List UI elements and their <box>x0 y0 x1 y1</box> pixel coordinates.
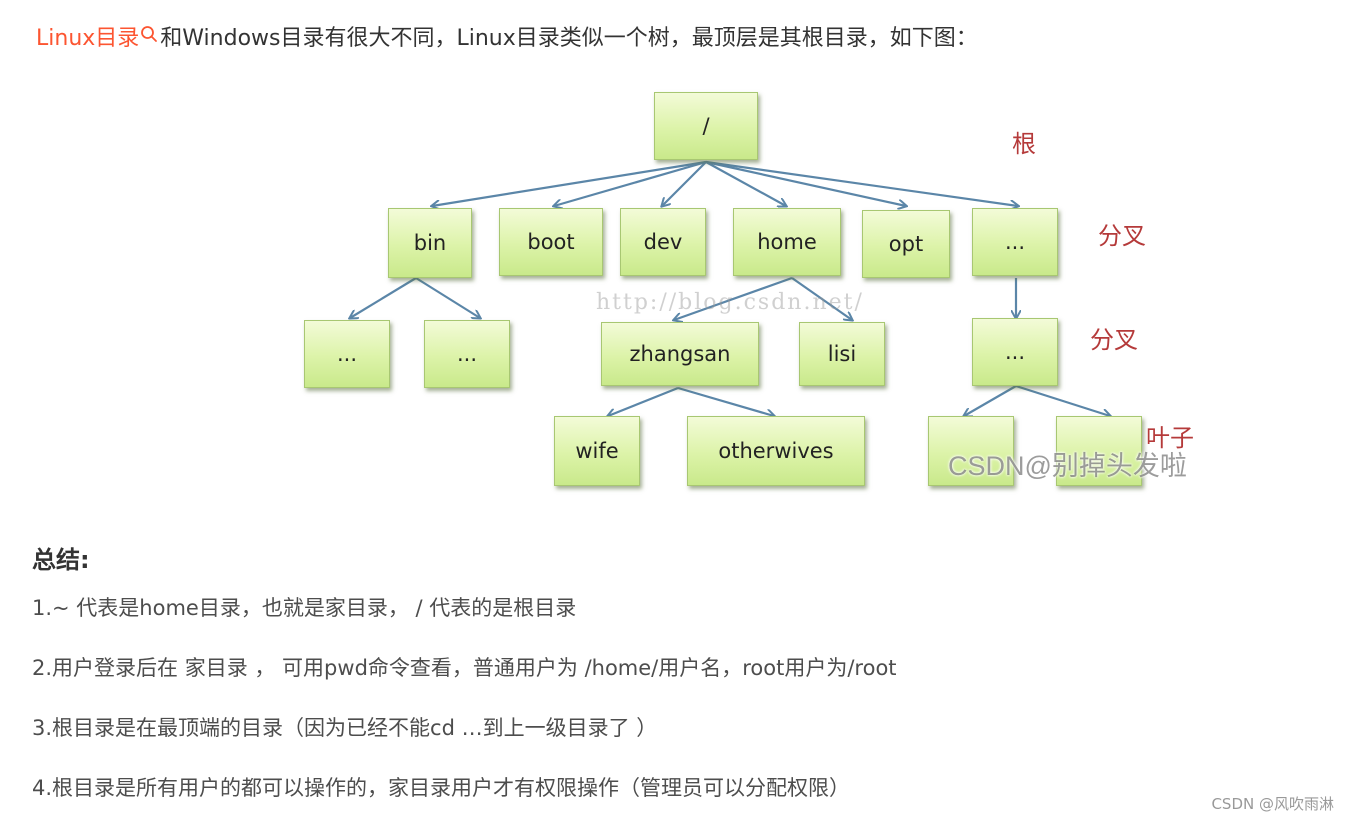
tree-node-lisi: lisi <box>799 322 885 386</box>
tree-node-wife: wife <box>554 416 640 486</box>
tree-node-dev: dev <box>620 208 706 276</box>
intro-text: 和Windows目录有很大不同，Linux目录类似一个树，最顶层是其根目录，如下… <box>160 26 978 51</box>
edge-more2-leaf1 <box>964 385 1017 416</box>
edge-root-opt <box>705 160 906 206</box>
tree-node-leaf <box>928 416 1014 486</box>
diagram-watermark-url: http://blog.csdn.net/ <box>596 290 864 315</box>
csdn-author-watermark: CSDN @风吹雨淋 <box>1211 795 1334 813</box>
summary-item: 3.根目录是在最顶端的目录（因为已经不能cd …到上一级目录了 ） <box>32 716 658 740</box>
label-leaf: 叶子 <box>1146 424 1194 452</box>
label-branch: 分叉 <box>1098 222 1146 250</box>
summary-item: 1.~ 代表是home目录，也就是家目录， / 代表的是根目录 <box>32 596 577 620</box>
tree-node-otherwives: otherwives <box>687 416 865 486</box>
edge-more2-leaf2 <box>1015 384 1110 416</box>
summary-heading: 总结: <box>32 546 90 574</box>
edge-root-bin <box>432 160 707 206</box>
tree-node-root: / <box>654 92 758 160</box>
directory-tree-diagram: / bin boot dev home opt ... ... ... zhan… <box>296 78 1208 496</box>
label-root: 根 <box>1012 130 1036 158</box>
summary-item: 2.用户登录后在 家目录 ， 可用pwd命令查看，普通用户为 /home/用户名… <box>32 656 897 680</box>
edge-bin-child2 <box>415 277 480 318</box>
tree-connectors <box>296 160 1208 496</box>
tree-node-zhangsan: zhangsan <box>601 322 759 386</box>
tree-node-bin-child: ... <box>304 320 390 388</box>
edge-bin-child1 <box>350 277 417 318</box>
tree-node-opt: opt <box>862 210 950 278</box>
tree-node-more: ... <box>972 208 1058 276</box>
tree-node-bin: bin <box>388 208 472 278</box>
edge-root-boot <box>554 160 707 206</box>
edge-home-zhangsan <box>674 276 793 320</box>
tree-node-bin-child: ... <box>424 320 510 388</box>
summary-item: 4.根目录是所有用户的都可以操作的，家目录用户才有权限操作（管理员可以分配权限） <box>32 776 851 800</box>
edge-root-more <box>705 160 1018 206</box>
edge-root-dev <box>662 161 707 206</box>
edge-home-lisi <box>791 277 852 320</box>
search-icon[interactable] <box>140 24 158 54</box>
edge-zhangsan-otherwives <box>677 386 774 416</box>
tree-node-boot: boot <box>499 208 603 276</box>
label-branch: 分叉 <box>1090 326 1138 354</box>
edge-root-home <box>705 161 786 206</box>
edge-zhangsan-wife <box>608 386 679 416</box>
diagram-watermark-credit: CSDN@别掉头发啦 <box>948 451 1187 481</box>
tree-node-more-second: ... <box>972 318 1058 386</box>
tree-node-leaf <box>1056 416 1142 486</box>
intro-paragraph: Linux目录和Windows目录有很大不同，Linux目录类似一个树，最顶层是… <box>36 24 978 54</box>
tree-node-home: home <box>733 208 841 276</box>
linux-directory-link[interactable]: Linux目录 <box>36 26 140 51</box>
